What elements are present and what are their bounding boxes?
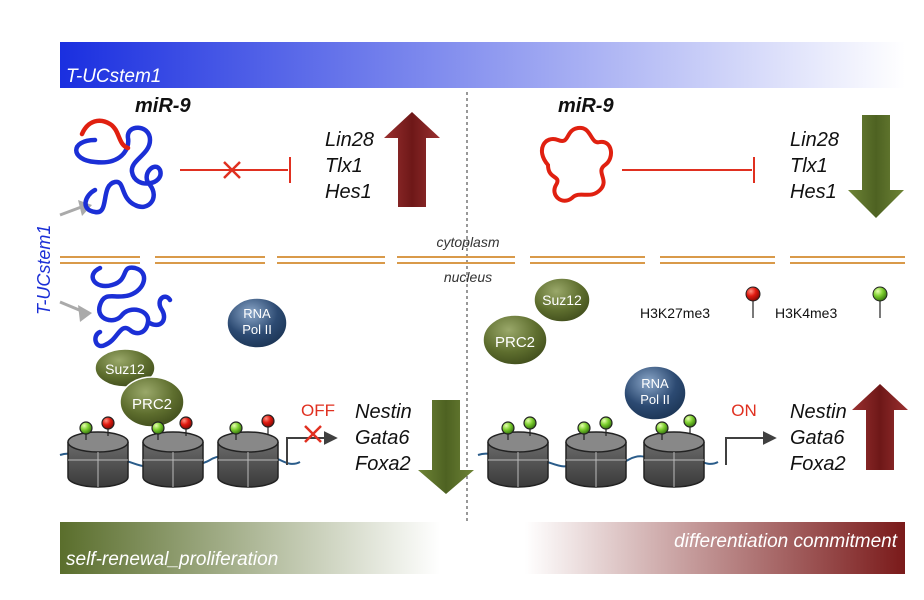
right-mir9-label: miR-9 (558, 95, 614, 117)
red-mark-icon (745, 286, 761, 302)
right-up-arrow-icon (852, 384, 908, 470)
right-rnapol-line2: Pol II (640, 392, 670, 407)
left-mir9-label: miR-9 (135, 95, 191, 117)
left-gene-0: Nestin (355, 401, 412, 423)
green-mark-icon (872, 286, 888, 302)
right-rnapol-line1: RNA (641, 376, 669, 391)
left-histone-marks (79, 414, 275, 440)
right-nucleosome-3 (643, 431, 705, 488)
cytoplasm-label: cytoplasm (436, 234, 499, 250)
right-rna-pol-ii (623, 365, 687, 421)
right-suz12-protein (533, 277, 591, 323)
left-switch-label: OFF (301, 401, 335, 420)
right-target-1: Tlx1 (790, 155, 828, 177)
left-rna-pol-ii (226, 297, 288, 349)
left-gene-1: Gata6 (355, 427, 410, 449)
right-gene-0: Nestin (790, 401, 847, 423)
legend-h3k4me3: H3K4me3 (775, 286, 888, 321)
legend-h3k4me3-label: H3K4me3 (775, 305, 837, 321)
left-block-x-icon (223, 161, 241, 179)
right-prc2-label: PRC2 (495, 334, 535, 351)
top-banner-label: T-UCstem1 (66, 66, 161, 87)
left-down-arrow-icon (418, 400, 474, 494)
left-rnapol-line2: Pol II (242, 322, 272, 337)
left-nucleosome-1 (67, 431, 129, 488)
right-free-mirna (540, 125, 613, 203)
right-gene-1: Gata6 (790, 427, 845, 449)
left-nuclear-rna (90, 265, 173, 349)
right-nucleosome-2 (565, 431, 627, 488)
legend-h3k27me3: H3K27me3 (640, 286, 761, 321)
right-switch-label: ON (731, 401, 757, 420)
left-target-2: Hes1 (325, 181, 372, 203)
right-nucleosome-1 (487, 431, 549, 488)
left-suz12-label: Suz12 (105, 361, 145, 377)
right-target-0: Lin28 (790, 129, 839, 151)
bottom-right-label: differentiation commitment (674, 531, 898, 552)
left-suz12-protein (94, 348, 156, 388)
right-gene-2: Foxa2 (790, 453, 846, 475)
left-rna-mirna-complex (74, 118, 163, 215)
left-nucleosome-3 (217, 431, 279, 488)
right-suz12-label: Suz12 (542, 292, 582, 308)
left-target-0: Lin28 (325, 129, 374, 151)
right-down-arrow-icon (848, 115, 904, 218)
legend-h3k27me3-label: H3K27me3 (640, 305, 710, 321)
left-tss-block-x-icon (304, 425, 322, 443)
left-prc2-label: PRC2 (132, 396, 172, 413)
left-tss-arrow (286, 431, 338, 465)
right-histone-marks (501, 414, 697, 440)
side-tucstem1-label: T-UCstem1 (34, 225, 54, 315)
left-nucleosome-2 (142, 431, 204, 488)
right-tss-arrow (725, 431, 777, 465)
left-gene-2: Foxa2 (355, 453, 411, 475)
right-target-2: Hes1 (790, 181, 837, 203)
left-rnapol-line1: RNA (243, 306, 271, 321)
left-up-arrow-icon (384, 112, 440, 207)
bottom-left-label: self-renewal_proliferation (66, 549, 278, 570)
left-target-1: Tlx1 (325, 155, 363, 177)
nucleus-label: nucleus (444, 269, 492, 285)
bottom-gradient-banner (60, 522, 905, 574)
top-gradient-banner (60, 42, 905, 88)
nuclear-membrane (60, 256, 905, 264)
right-prc2-protein (482, 314, 548, 366)
